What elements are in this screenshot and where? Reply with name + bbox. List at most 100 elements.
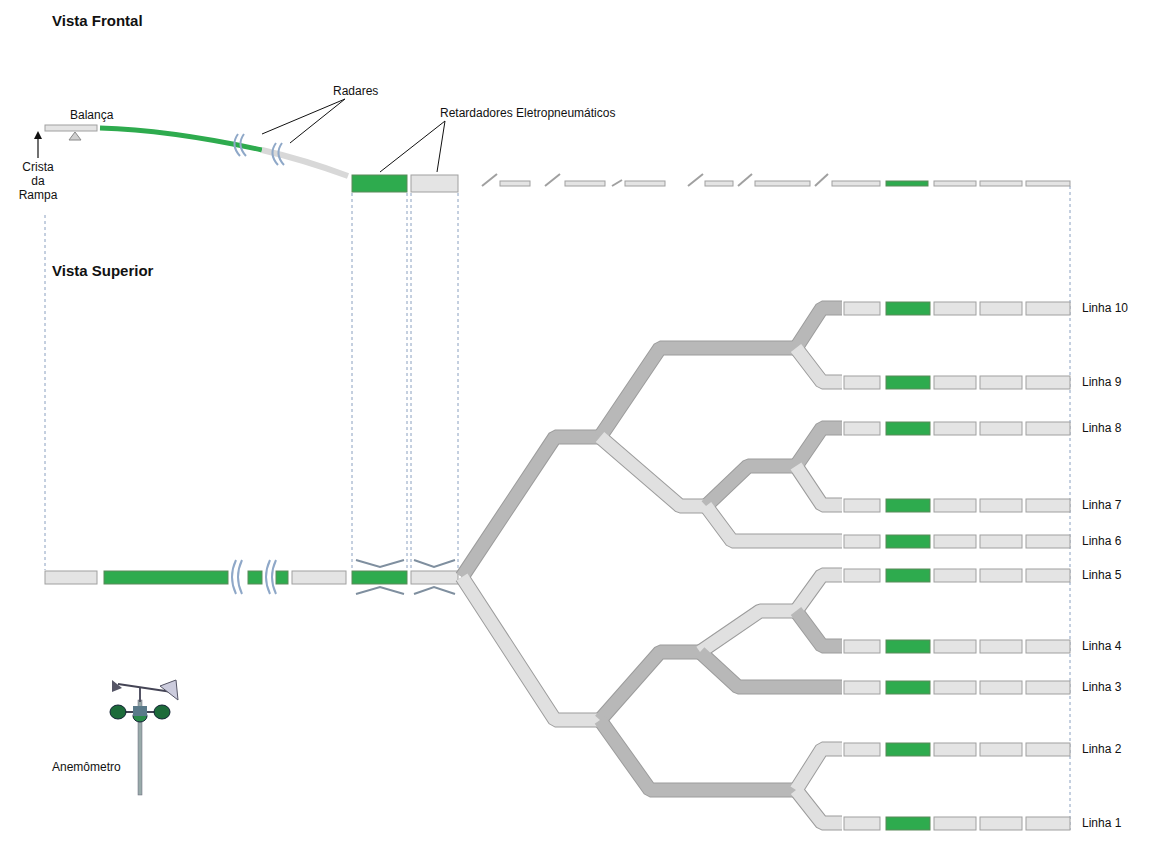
view-title: Vista Frontal (52, 12, 143, 30)
branch-outline (700, 652, 842, 687)
track-segment (1026, 302, 1070, 315)
switch-branch (796, 575, 842, 611)
track-segment (934, 640, 976, 653)
track-segment (980, 743, 1022, 756)
drawing-part (380, 121, 445, 172)
switch-branch (796, 308, 842, 348)
branch-outline (796, 308, 842, 348)
drawing-part (458, 193, 459, 570)
branch-outline (600, 652, 700, 720)
drawing-part (272, 560, 276, 594)
track-segment (844, 422, 880, 435)
drawing-part (565, 181, 605, 186)
drawing-part (437, 121, 445, 172)
drawing-part (276, 571, 288, 584)
branch-outline (796, 790, 842, 823)
track-segment (934, 535, 976, 548)
drawing-part (1026, 181, 1070, 186)
drawing-part (104, 571, 228, 584)
track-segment (844, 499, 880, 512)
drawing-part (755, 181, 810, 186)
line-label: Linha 2 (1082, 742, 1121, 756)
line-label: Linha 8 (1082, 421, 1121, 435)
track-segment (886, 535, 930, 548)
switch-branches (462, 308, 842, 823)
drawing-part (154, 705, 170, 719)
line-label: Linha 6 (1082, 534, 1121, 548)
track-segment (934, 569, 976, 582)
drawing-part (500, 181, 530, 186)
drawing-part (414, 560, 455, 567)
switch-branch (796, 611, 842, 646)
drawing-part (688, 174, 703, 186)
track-segment (1026, 681, 1070, 694)
switch-branch (600, 652, 700, 720)
branch-outline (600, 348, 796, 437)
switch-branch (796, 790, 842, 823)
switch-branch (700, 652, 842, 687)
track-segment (980, 422, 1022, 435)
track-segment (1026, 569, 1070, 582)
drawing-part (160, 680, 178, 700)
front-view (34, 99, 1070, 192)
part-label: Radares (333, 84, 378, 98)
track-segment (844, 535, 880, 548)
switch-branch (706, 506, 842, 541)
switch-branch (462, 577, 600, 720)
drawing-part (414, 587, 455, 594)
radar-symbol (266, 560, 270, 594)
scale-symbol (69, 132, 81, 140)
part-label: Crista da Rampa (14, 160, 62, 202)
track-segment (844, 376, 880, 389)
track-segment (844, 817, 880, 830)
track-segment (1026, 376, 1070, 389)
switch-branch (600, 348, 796, 437)
track-segment (980, 535, 1022, 548)
drawing-part (34, 131, 42, 139)
drawing-part (407, 193, 408, 570)
track-segment (1026, 640, 1070, 653)
track-segment (844, 681, 880, 694)
part-label: Retardadores Eletropneumáticos (440, 106, 615, 120)
track-segment (886, 743, 930, 756)
drawing-part (832, 181, 880, 186)
retarder-block (352, 571, 407, 584)
track-segment (934, 376, 976, 389)
track-segment (980, 499, 1022, 512)
track-segment (886, 376, 930, 389)
track-segment (844, 302, 880, 315)
switch-branch (462, 437, 600, 577)
drawing-part (886, 181, 928, 186)
guide-lines (45, 186, 1070, 830)
drawing-part (482, 174, 497, 186)
radar-symbol (232, 560, 236, 594)
switch-branch (600, 437, 706, 506)
branch-outline (462, 577, 600, 720)
retarder-block (411, 571, 458, 584)
drawing-part (738, 174, 752, 186)
drawing-part (278, 143, 284, 165)
track-segment (934, 302, 976, 315)
part-label: Balança (70, 108, 113, 122)
drawing-part (240, 134, 246, 156)
branch-outline (796, 749, 842, 790)
drawing-part (45, 215, 46, 570)
line-label: Linha 1 (1082, 816, 1121, 830)
track-segment (886, 817, 930, 830)
branch-outline (796, 575, 842, 611)
drawing-part (980, 181, 1022, 186)
branch-outline (706, 466, 796, 506)
switch-branch (796, 348, 842, 382)
drawing-part (290, 99, 345, 143)
switch-branch (796, 749, 842, 790)
branch-outline (600, 720, 796, 790)
retarder-block (411, 175, 458, 192)
track-segment (844, 743, 880, 756)
radar-symbol (272, 143, 278, 165)
switch-branch (796, 466, 842, 505)
drawing-part (238, 560, 242, 594)
drawing-part (356, 587, 404, 594)
track-segment (844, 640, 880, 653)
radar-symbol (234, 134, 240, 156)
